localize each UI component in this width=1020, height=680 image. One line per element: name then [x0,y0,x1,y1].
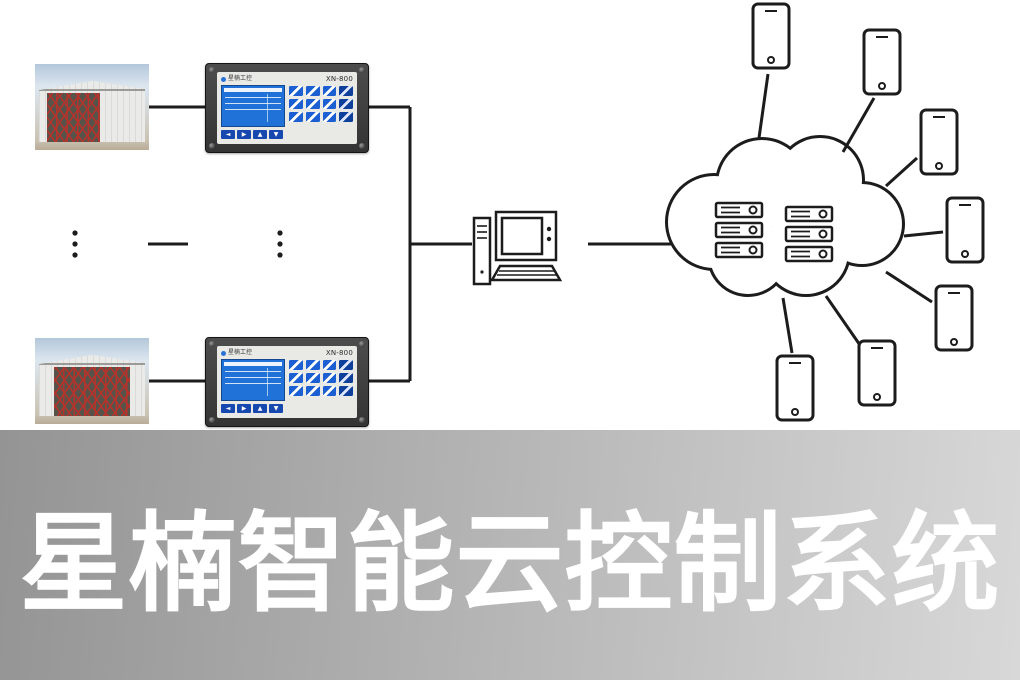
keypad-key[interactable] [289,373,303,383]
nav-key-down[interactable]: ▼ [269,404,283,413]
keypad-key[interactable] [305,86,320,96]
cloud-outline [665,135,905,297]
screw-icon [209,143,215,149]
screw-icon [209,341,215,347]
phone-icon [945,196,985,264]
controller-brand: 星楠工控 [221,74,252,84]
ellipsis-dots-photos [72,230,78,258]
keypad-key[interactable] [322,386,337,396]
nav-keys: ◄ ▶ ▲ ▼ [221,404,285,413]
shed-structure [39,81,145,142]
server-icon [714,221,764,239]
controller-panel: 星楠工控 XN-800 ◄ ▶ ▲ [217,346,357,418]
shed-roofline [39,88,145,91]
cloud-phone-links [757,73,944,354]
title-banner: 星楠智能云控制系统 [0,430,1020,680]
keypad-key[interactable] [305,99,320,109]
controller-keypad [289,86,353,139]
screw-icon [209,67,215,73]
shed-structure [39,355,145,416]
brand-label: 星楠工控 [228,75,253,82]
connector-lines [148,105,672,383]
server-icon [784,205,834,223]
keypad-key[interactable] [339,86,353,96]
keypad-key[interactable] [289,360,303,370]
controller-screen [221,85,285,127]
brand-logo-icon [221,76,226,82]
phone-icon [751,2,791,70]
keypad-key[interactable] [305,386,320,396]
system-diagram [72,2,985,422]
shed-opening [53,367,131,416]
nav-key-up[interactable]: ▲ [253,404,267,413]
nav-key-up[interactable]: ▲ [253,130,267,139]
nav-key-down[interactable]: ▼ [269,130,283,139]
phone-icon [934,284,974,352]
nav-key-right[interactable]: ▶ [237,404,251,413]
screw-icon [359,417,365,423]
cloud-icon [665,135,905,297]
keypad-key[interactable] [322,112,337,122]
model-label: XN-800 [325,75,353,83]
keypad-key[interactable] [339,386,353,396]
site-photo-1 [35,64,149,150]
keypad-key[interactable] [289,99,303,109]
keypad-key[interactable] [305,373,320,383]
screw-icon [359,341,365,347]
phone-icon [775,354,815,422]
keypad-key[interactable] [339,99,353,109]
controller-keypad [289,360,353,413]
keypad-key[interactable] [322,99,337,109]
screw-icon [209,417,215,423]
keypad-key[interactable] [339,360,353,370]
keypad-key[interactable] [322,373,337,383]
shed-roofline [39,362,145,365]
screw-icon [359,143,365,149]
keypad-key[interactable] [339,112,353,122]
shed-opening [47,93,101,142]
phone-icon [857,339,897,407]
red-scaffolding [53,367,131,416]
server-icon [714,241,764,259]
keypad-key[interactable] [339,373,353,383]
keypad-key[interactable] [322,360,337,370]
keypad-key[interactable] [289,112,303,122]
nav-key-left[interactable]: ◄ [221,404,235,413]
banner-title: 星楠智能云控制系统 [19,502,1001,627]
nav-keys: ◄ ▶ ▲ ▼ [221,130,285,139]
red-scaffolding [47,93,101,142]
plc-controller-2: 星楠工控 XN-800 ◄ ▶ ▲ [205,337,369,427]
keypad-key[interactable] [289,86,303,96]
nav-key-right[interactable]: ▶ [237,130,251,139]
keypad-key[interactable] [305,112,320,122]
brand-logo-icon [221,350,226,356]
server-icon [784,225,834,243]
controller-screen [221,359,285,401]
ellipsis-dots-controllers [277,230,283,258]
keypad-key[interactable] [305,360,320,370]
plc-controller-1: 星楠工控 XN-800 ◄ ▶ ▲ [205,63,369,153]
controller-brand: 星楠工控 [221,348,252,358]
desktop-computer-icon [472,210,563,286]
screw-icon [359,67,365,73]
model-label: XN-800 [325,349,353,357]
phone-icon [919,108,959,176]
keypad-key[interactable] [289,386,303,396]
keypad-key[interactable] [322,86,337,96]
server-icon [714,201,764,219]
nav-key-left[interactable]: ◄ [221,130,235,139]
controller-panel: 星楠工控 XN-800 ◄ ▶ ▲ [217,72,357,144]
site-photo-2 [35,338,149,424]
brand-label: 星楠工控 [228,349,253,356]
phone-icon [862,28,902,96]
server-icon [784,245,834,263]
